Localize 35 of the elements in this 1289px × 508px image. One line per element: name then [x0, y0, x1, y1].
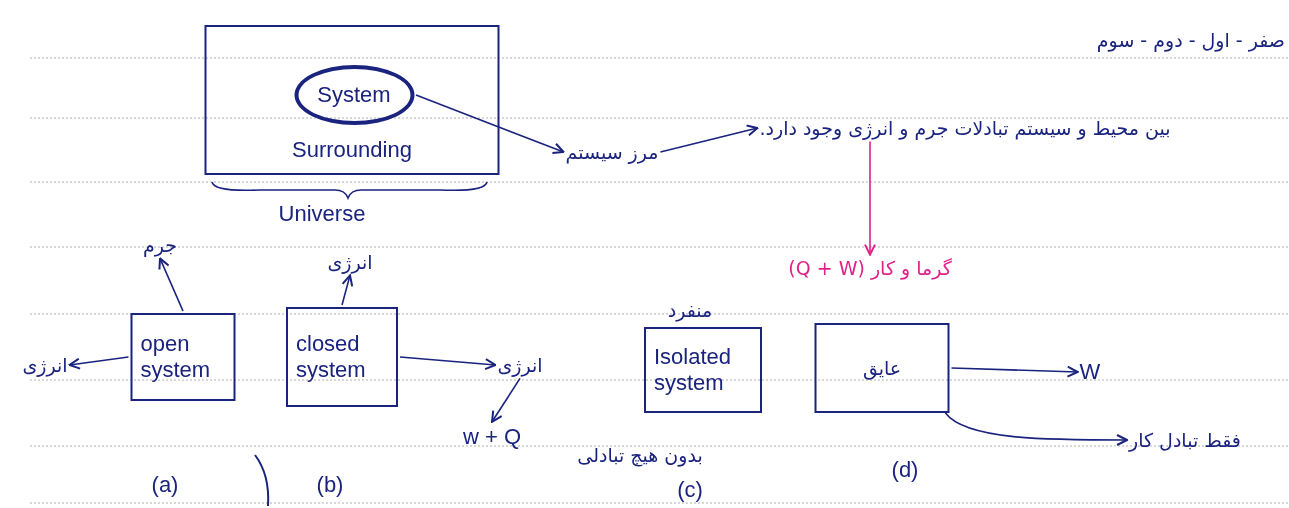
box-label: Surrounding — [292, 136, 412, 163]
exchange-note: فقط تبادل کار — [1129, 428, 1241, 452]
arrow — [491, 377, 521, 423]
panel-label: (a) — [151, 471, 179, 499]
arrow — [944, 412, 1129, 446]
heat-work-note: گرما و کار (Q + W) — [788, 256, 952, 280]
arrow — [864, 140, 876, 256]
energy-label: انرژی — [22, 353, 68, 377]
arrow — [158, 257, 184, 312]
panel-label: (c) — [677, 476, 703, 504]
arrow — [68, 356, 130, 370]
note-text: بدون هیچ تبادلی — [577, 443, 703, 467]
exchange-note: بین محیط و سیستم تبادلات جرم و انرژی وجود دارد. — [759, 116, 1171, 140]
arrow — [341, 274, 354, 306]
universe-box — [204, 25, 500, 175]
formula-text: w + Q — [462, 423, 522, 451]
panel-label: (d) — [891, 456, 919, 484]
arrow — [399, 356, 497, 371]
arrow — [415, 94, 565, 155]
note-text: منفرد — [667, 298, 713, 322]
brace-label: Universe — [278, 200, 366, 228]
energy-label: انرژی — [327, 250, 373, 274]
heading-text: صفر - اول - دوم - سوم — [1096, 28, 1285, 52]
boundary-note: مرز سیستم — [565, 140, 659, 164]
system-box: closed system — [286, 307, 398, 407]
mass-label: جرم — [143, 233, 177, 257]
energy-label: انرژی — [497, 353, 543, 377]
system-ellipse: System — [294, 65, 414, 125]
arrow — [659, 124, 759, 153]
work-label: W — [1079, 358, 1101, 386]
system-box: Isolated system — [644, 327, 762, 413]
arrow — [950, 365, 1079, 378]
panel-label: (b) — [316, 471, 344, 499]
system-box: open system — [130, 313, 236, 401]
system-box: عایق — [814, 323, 950, 413]
